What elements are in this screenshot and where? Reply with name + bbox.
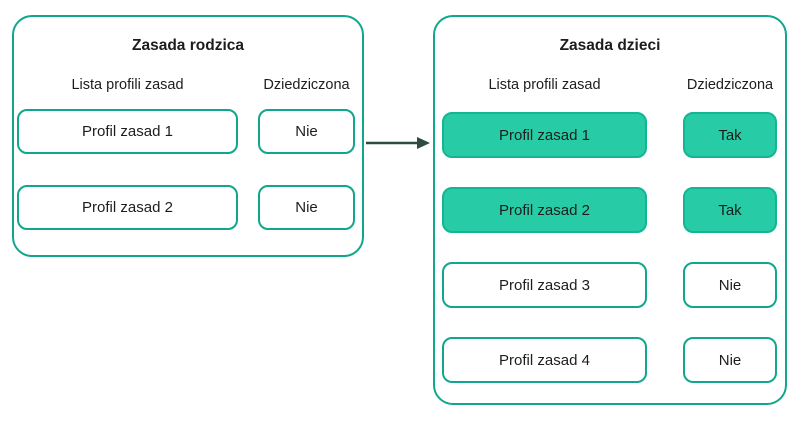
inherited-box: Nie bbox=[683, 337, 777, 383]
profile-box: Profil zasad 1 bbox=[442, 112, 647, 158]
inherited-box: Tak bbox=[683, 112, 777, 158]
profile-box: Profil zasad 4 bbox=[442, 337, 647, 383]
right-arrow-icon bbox=[366, 137, 430, 149]
profile-box: Profil zasad 2 bbox=[17, 185, 238, 230]
inherited-box: Tak bbox=[683, 187, 777, 233]
child-column-header-inherited: Dziedziczona bbox=[686, 77, 774, 93]
child-policy-panel: Zasada dzieci Lista profili zasad Dziedz… bbox=[433, 15, 787, 405]
inherited-box: Nie bbox=[258, 109, 355, 154]
parent-policy-panel: Zasada rodzica Lista profili zasad Dzied… bbox=[12, 15, 364, 257]
profile-box: Profil zasad 2 bbox=[442, 187, 647, 233]
inherited-box: Nie bbox=[258, 185, 355, 230]
parent-policy-title: Zasada rodzica bbox=[132, 37, 244, 54]
child-column-header-profiles: Lista profili zasad bbox=[488, 77, 601, 93]
profile-box: Profil zasad 1 bbox=[17, 109, 238, 154]
inherited-box: Nie bbox=[683, 262, 777, 308]
profile-box: Profil zasad 3 bbox=[442, 262, 647, 308]
parent-column-header-profiles: Lista profili zasad bbox=[71, 77, 184, 93]
child-policy-title: Zasada dzieci bbox=[559, 37, 661, 54]
parent-column-header-inherited: Dziedziczona bbox=[263, 77, 350, 93]
